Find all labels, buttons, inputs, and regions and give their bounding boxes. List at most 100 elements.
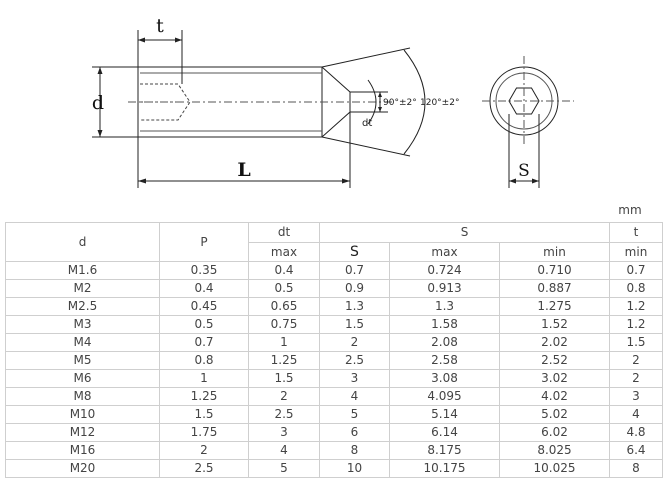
cell-p: 0.4 [159,279,249,298]
cell-s-max: 1.3 [389,297,500,316]
label-dt: dt [362,118,372,129]
cell-p: 2 [159,441,249,460]
cell-s-min: 5.02 [499,405,610,424]
cell-s-max: 5.14 [389,405,500,424]
cell-s: 0.7 [319,261,390,280]
angle-arc-90 [367,79,377,125]
cell-t-min: 2 [609,369,663,388]
header-s-group: S [319,222,610,243]
cell-s: 10 [319,459,390,478]
cell-s: 8 [319,441,390,460]
cell-s-min: 4.02 [499,387,610,406]
cell-s-max: 0.913 [389,279,500,298]
t-arrow-left [138,37,145,43]
cell-t-min: 8 [609,459,663,478]
cell-s: 0.9 [319,279,390,298]
s-arrow-right [532,178,539,184]
cell-p: 1 [159,369,249,388]
cell-p: 0.45 [159,297,249,316]
L-arrow-left [138,178,146,184]
cell-s-max: 2.08 [389,333,500,352]
dt-arrow-bottom [378,107,382,112]
cell-s-max: 2.58 [389,351,500,370]
cell-s-max: 10.175 [389,459,500,478]
cell-dt-max: 5 [248,459,320,478]
cell-t-min: 0.8 [609,279,663,298]
header-d: d [5,222,160,262]
cell-s-min: 2.52 [499,351,610,370]
header-t: t [609,222,663,243]
cell-p: 1.5 [159,405,249,424]
cell-dt-max: 1.5 [248,369,320,388]
cell-t-min: 1.5 [609,333,663,352]
header-s-max: max [389,242,500,262]
cell-s: 5 [319,405,390,424]
cell-d: M5 [5,351,160,370]
label-angle-120: 120°±2° [420,98,459,108]
cell-d: M1.6 [5,261,160,280]
cell-dt-max: 0.75 [248,315,320,334]
cell-t-min: 3 [609,387,663,406]
cell-s-min: 3.02 [499,369,610,388]
cell-s-max: 0.724 [389,261,500,280]
cell-s-max: 3.08 [389,369,500,388]
cell-t-min: 6.4 [609,441,663,460]
cell-d: M2.5 [5,297,160,316]
cell-s: 1.3 [319,297,390,316]
cell-p: 1.25 [159,387,249,406]
header-dt-max: max [248,242,320,262]
cell-dt-max: 4 [248,441,320,460]
cell-t-min: 1.2 [609,315,663,334]
cell-s-min: 1.52 [499,315,610,334]
cell-s-min: 6.02 [499,423,610,442]
cell-s-max: 6.14 [389,423,500,442]
s-arrow-left [509,178,516,184]
angle-arc-120 [403,49,426,155]
cell-s-max: 8.175 [389,441,500,460]
label-s: S [518,161,530,181]
cell-s: 4 [319,387,390,406]
cell-d: M12 [5,423,160,442]
label-t: t [156,15,164,37]
cell-p: 0.5 [159,315,249,334]
cell-s-min: 0.887 [499,279,610,298]
cell-d: M3 [5,315,160,334]
angle-line-lower [321,136,411,157]
cell-s: 2.5 [319,351,390,370]
d-arrow-bottom [97,130,103,137]
dt-arrow-top [378,92,382,97]
cell-d: M2 [5,279,160,298]
cell-dt-max: 3 [248,423,320,442]
cell-p: 0.35 [159,261,249,280]
L-arrow-right [342,178,350,184]
cell-s-min: 10.025 [499,459,610,478]
cell-p: 0.7 [159,333,249,352]
cell-dt-max: 2.5 [248,405,320,424]
header-dt: dt [248,222,320,243]
cell-dt-max: 2 [248,387,320,406]
cell-p: 2.5 [159,459,249,478]
cell-d: M10 [5,405,160,424]
cell-d: M6 [5,369,160,388]
cell-t-min: 4.8 [609,423,663,442]
angle-line-upper [321,47,411,68]
cell-s-max: 4.095 [389,387,500,406]
unit-label: mm [618,203,642,217]
label-angle-90: 90°±2° [383,98,417,108]
cell-dt-max: 0.65 [248,297,320,316]
t-arrow-right [175,37,182,43]
cell-dt-max: 0.5 [248,279,320,298]
end-view-hex-socket [508,87,540,115]
